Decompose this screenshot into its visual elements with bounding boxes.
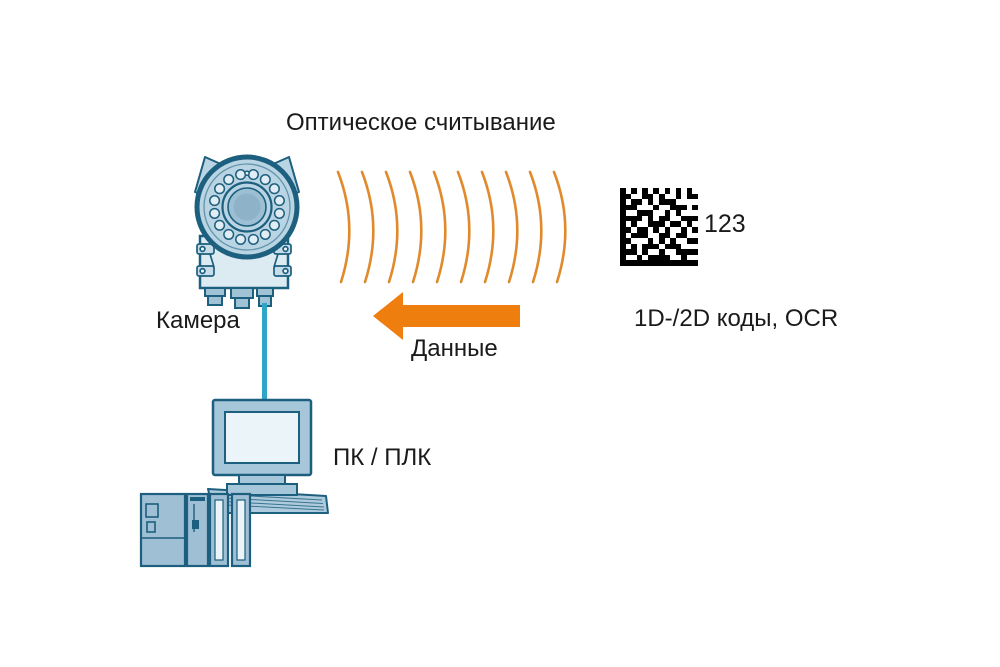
plc-cpu-module <box>185 492 210 568</box>
plc-power-module <box>139 492 187 568</box>
pc-plc-illustration <box>139 398 329 568</box>
camera-led-ring <box>209 169 285 245</box>
camera-lens-inner <box>233 193 261 221</box>
barcode-value-label: 123 <box>704 210 746 238</box>
camera-label: Камера <box>156 307 240 334</box>
data-arrow-shape <box>373 292 520 340</box>
monitor-base <box>226 483 298 496</box>
monitor-screen <box>224 411 300 464</box>
data-flow-label: Данные <box>411 335 498 362</box>
camera-connectors <box>204 287 274 309</box>
datamatrix-barcode <box>620 188 698 266</box>
data-arrow <box>373 292 520 340</box>
camera-illustration <box>194 154 300 309</box>
monitor-illustration <box>211 398 313 496</box>
camera-clamp-brackets <box>196 243 292 277</box>
monitor-neck <box>238 474 286 485</box>
camera-head-inner-ring <box>203 163 291 251</box>
optical-waves <box>336 170 567 284</box>
camera-cable <box>262 303 267 403</box>
diagram-title: Оптическое считывание <box>286 109 556 136</box>
plc-illustration <box>139 492 252 568</box>
pc-plc-label: ПК / ПЛК <box>333 444 432 471</box>
wave-arcs <box>336 170 567 284</box>
codes-label: 1D-/2D коды, OCR <box>634 305 839 332</box>
